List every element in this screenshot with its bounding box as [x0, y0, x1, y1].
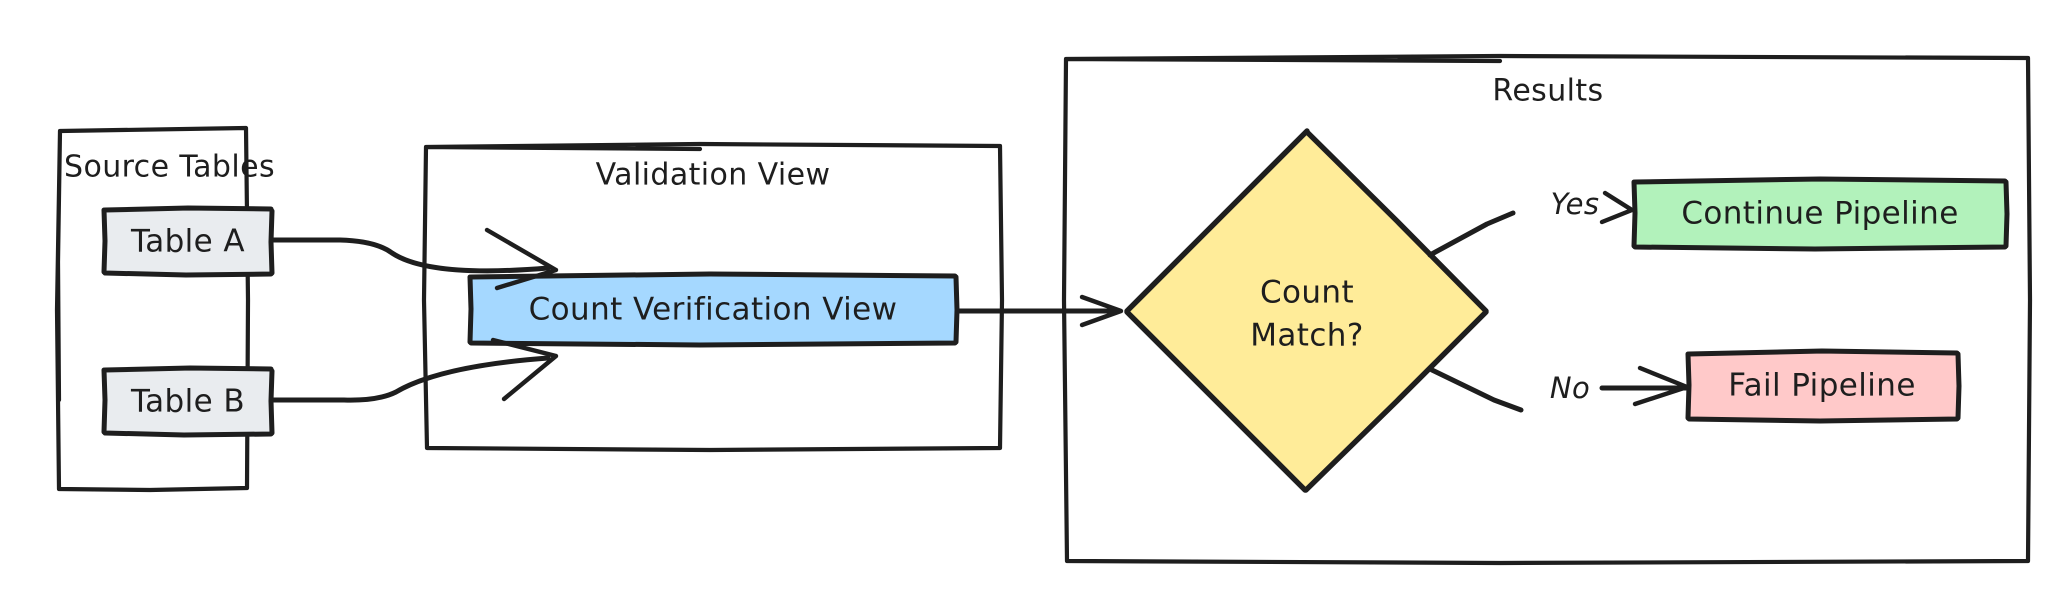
node-fail-pipeline[interactable]: Fail Pipeline [1685, 348, 1962, 424]
node-table-b[interactable]: Table B [101, 365, 275, 438]
edge-decision-yes: Yes [1427, 187, 1635, 258]
count-match-label-line1: Count [1260, 275, 1354, 311]
node-continue-pipeline[interactable]: Continue Pipeline [1631, 176, 2010, 252]
source-tables-frame [54, 125, 251, 493]
edge-yes-line [1427, 210, 1516, 258]
edge-no-label: No [1550, 371, 1590, 405]
results-title: Results [1492, 74, 1603, 109]
continue-pipeline-outline [1631, 176, 2010, 252]
node-table-a[interactable]: Table A [101, 205, 275, 278]
edge-table-b-arrowhead [490, 337, 559, 402]
edge-table-a-line [269, 237, 551, 274]
count-match-outline [1124, 128, 1489, 493]
continue-pipeline-label: Continue Pipeline [1681, 196, 1958, 232]
count-match-label-line2: Match? [1250, 318, 1363, 354]
table-b-fill [105, 368, 272, 434]
count-verification-label: Count Verification View [529, 292, 898, 328]
fail-pipeline-fill [1689, 351, 1959, 420]
source-tables-title: Source Tables [64, 150, 275, 185]
edge-no-arrowhead [1632, 365, 1690, 407]
results-frame [1061, 53, 2033, 566]
validation-view-title: Validation View [596, 158, 831, 193]
fail-pipeline-label: Fail Pipeline [1728, 368, 1916, 404]
edge-view-decision-arrowhead [1079, 294, 1124, 328]
edge-view-to-decision [954, 294, 1124, 328]
validation-view-frame [421, 141, 1005, 453]
node-count-match-decision[interactable]: Count Match? [1124, 128, 1489, 493]
table-b-label: Table B [130, 384, 245, 420]
group-results: Results [1061, 53, 2033, 566]
edge-table-a-arrowhead [484, 227, 559, 291]
edge-yes-arrowhead [1599, 190, 1635, 225]
fail-pipeline-outline [1685, 348, 1962, 424]
count-match-fill [1127, 131, 1486, 490]
group-validation-view: Validation View [421, 141, 1005, 453]
table-a-label: Table A [130, 224, 245, 260]
edge-table-a-to-view [269, 227, 559, 291]
count-verification-fill [471, 274, 957, 344]
edge-decision-no: No [1429, 365, 1690, 413]
table-a-fill [105, 208, 272, 274]
node-count-verification-view[interactable]: Count Verification View [467, 271, 960, 348]
edge-table-b-line [269, 355, 551, 403]
continue-pipeline-fill [1635, 179, 2007, 248]
edge-table-b-to-view [269, 337, 559, 403]
edge-yes-label: Yes [1551, 187, 1600, 221]
edge-no-line-a [1429, 367, 1524, 413]
group-source-tables: Source Tables [54, 125, 275, 493]
